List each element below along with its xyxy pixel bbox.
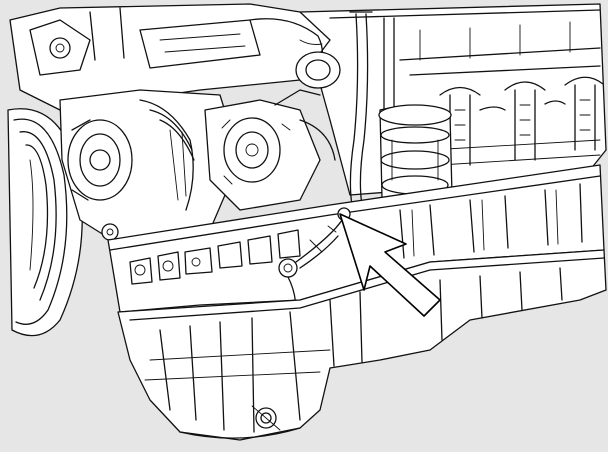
alternator-assembly: [59, 89, 241, 246]
arrow-icon: [339, 213, 441, 317]
dipstick-tube: [349, 11, 373, 206]
upper-left-housing: [9, 3, 341, 111]
oil-pan: [117, 249, 607, 441]
engine-top-right-section: [299, 3, 607, 196]
fuel-pump-assembly: [204, 89, 336, 211]
